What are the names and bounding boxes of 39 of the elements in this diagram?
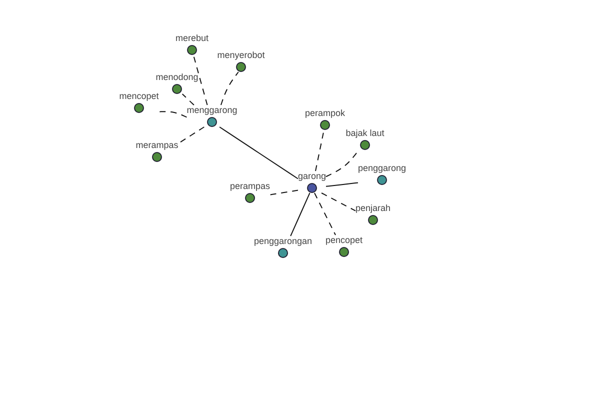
graph-node [156,72,198,94]
graph-node [325,235,363,257]
graph-node [355,203,391,225]
graph-node [186,105,238,127]
dashed-link [314,192,336,236]
node-label: perampas [230,181,270,192]
dashed-link [192,54,208,106]
node-label: penggarong [358,163,406,174]
node-label: merebut [175,33,209,44]
graph-node [304,108,346,130]
node-label: garong [298,171,326,182]
node-label: mencopet [119,91,159,102]
node-label: perampok [304,108,346,119]
node-label: menyerobot [217,50,265,61]
node-label: pencopet [325,235,363,246]
graph-node [136,140,178,162]
graph-node [298,171,326,193]
link-line [290,192,310,236]
node-label: penggarongan [254,236,312,247]
dashed-link [321,192,356,212]
graph-node [217,50,265,72]
graph-node [119,91,159,113]
dashed-link [182,94,194,106]
graph-node [175,33,209,55]
graph-node [254,236,312,258]
dashed-link [178,126,205,144]
graph-node [358,163,406,185]
link-line [326,182,358,187]
node-label: bajak laut [346,128,384,139]
link-line [219,126,298,180]
dashed-link [270,190,298,196]
node-label: menodong [156,72,198,83]
node-label: penjarah [355,203,391,214]
graph-node [230,181,270,203]
graph-node [346,128,384,150]
node-label: menggarong [186,105,238,116]
dashed-link [220,72,239,106]
node-label: merampas [136,140,178,151]
dashed-link [158,111,188,118]
